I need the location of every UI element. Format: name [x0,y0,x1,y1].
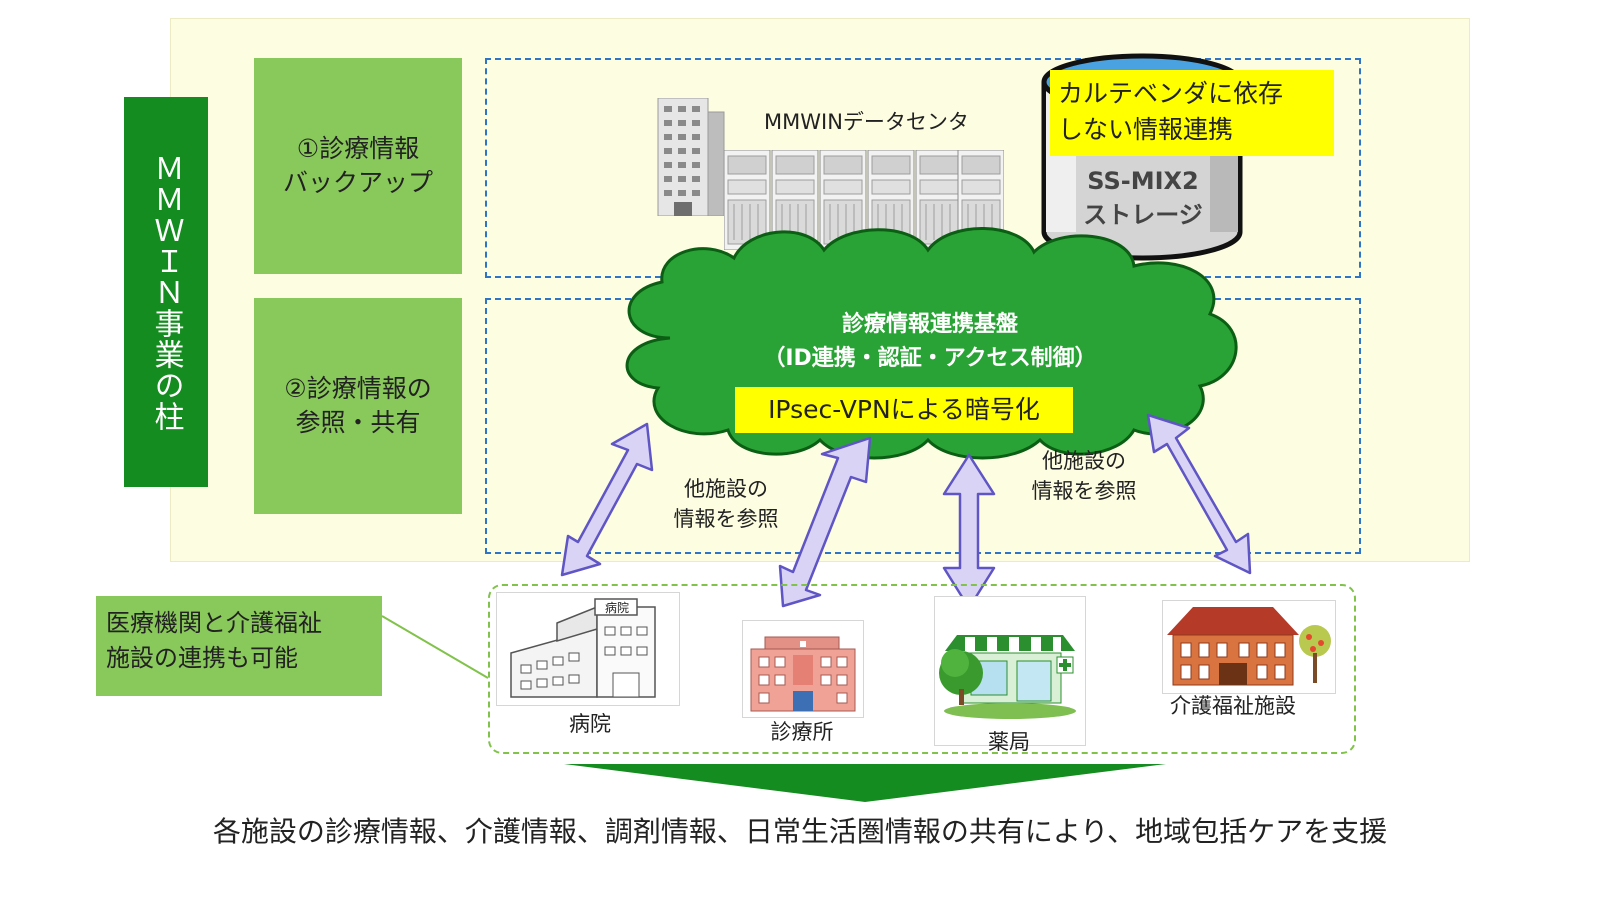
cloud-title: 診療情報連携基盤 [841,312,1018,337]
pharmacy-card [934,596,1086,746]
clinic-label: 診療所 [770,720,834,744]
outcome-statement: 各施設の診療情報、介護情報、調剤情報、日常生活圏情報の共有により、地域包括ケアを… [212,815,1388,848]
hospital-link-arrow [560,422,654,577]
pharmacy-icon [939,635,1076,719]
storage-label: SS-MIX2 ストレージ [1083,167,1203,229]
datacenter-label: MMWINデータセンタ [764,110,969,134]
care-facility-label: 介護福祉施設 [1170,694,1296,718]
reference-label-right: 他施設の 情報を参照 [1031,449,1137,503]
reference-label-left: 他施設の 情報を参照 [673,477,779,531]
clinic-card [742,620,864,718]
facilities-dashed-box [488,584,1356,754]
callout-connector-line [381,615,489,679]
cloud-subtitle: （ID連携・認証・アクセス制御） [763,346,1097,371]
clinic-icon [750,636,856,712]
vpn-encryption-label: IPsec-VPNによる暗号化 [735,387,1073,433]
outcome-down-arrow [564,764,1166,802]
care-facility-icon [1167,607,1331,686]
office-building-icon [657,98,725,216]
pharmacy-label: 薬局 [988,730,1030,754]
care-facility-card [1162,600,1336,694]
hospital-label: 病院 [569,712,611,736]
pillar-label: ＭＭＷＩＮ事業の柱 [124,97,208,487]
pillar-item-backup: ①診療情報 バックアップ [254,58,462,274]
pillar-item-sharing: ②診療情報の 参照・共有 [254,298,462,514]
hospital-icon [510,598,656,698]
hospital-sign: 病院 [604,601,629,615]
vendor-independent-note: カルテベンダに依存 しない情報連携 [1050,70,1334,156]
cooperation-callout: 医療機関と介護福祉 施設の連携も可能 [96,596,382,696]
clinic-link-arrow [778,436,872,608]
hospital-card: 病院 [496,592,680,706]
care-link-arrow [1146,413,1252,575]
